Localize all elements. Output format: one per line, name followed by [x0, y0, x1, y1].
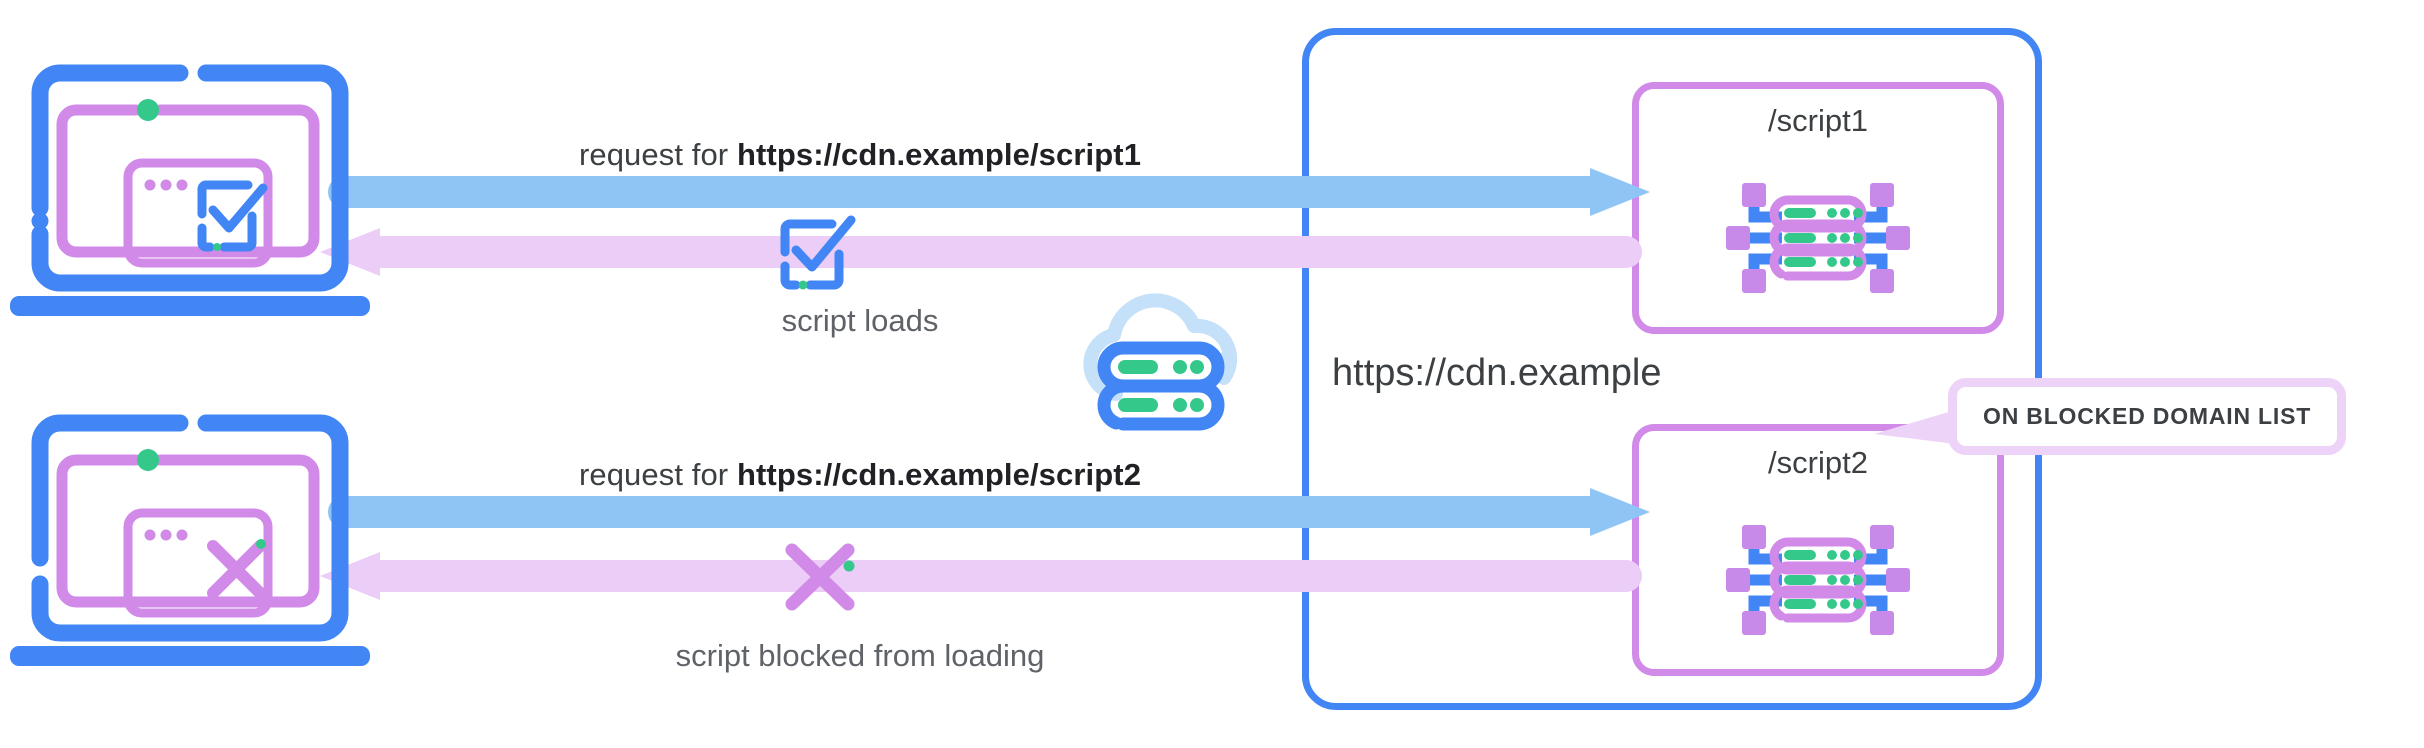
resource-box-script1: /script1: [1632, 82, 2004, 334]
resource-box-script2: /script2: [1632, 424, 2004, 676]
cdn-label: https://cdn.example: [1332, 352, 1662, 394]
cloud-server-icon: [1083, 293, 1238, 431]
caption-script-loads: script loads: [781, 303, 939, 338]
laptop-blocked: [10, 414, 370, 666]
resource-label-script2: /script2: [1768, 445, 1868, 480]
callout-label: ON BLOCKED DOMAIN LIST: [1983, 403, 2312, 429]
caption-script-blocked: script blocked from loading: [675, 638, 1045, 673]
server-icon-script1: [1724, 173, 1912, 308]
request-label-script2: request for https://cdn.example/script2: [520, 457, 1200, 493]
server-icon-script2: [1724, 515, 1912, 650]
status-dot-green: [137, 99, 159, 121]
resource-label-script1: /script1: [1768, 103, 1868, 138]
cross-icon: [785, 543, 855, 611]
response-arrow-script2: [320, 552, 1642, 600]
request-arrow-script1: [328, 168, 1650, 216]
request-prefix: request for: [578, 137, 737, 172]
request-arrow-script2: [328, 488, 1650, 536]
request-prefix: request for: [578, 457, 737, 492]
blocked-domain-callout: ON BLOCKED DOMAIN LIST: [1948, 378, 2347, 455]
status-dot-green: [137, 449, 159, 471]
request-label-script1: request for https://cdn.example/script1: [520, 137, 1200, 173]
request-url: https://cdn.example/script1: [736, 137, 1142, 172]
response-arrow-script1: [320, 228, 1642, 276]
cdn-container: [1302, 28, 2042, 710]
laptop-allowed: [10, 64, 370, 316]
check-icon: [780, 215, 856, 290]
request-url: https://cdn.example/script2: [736, 457, 1142, 492]
